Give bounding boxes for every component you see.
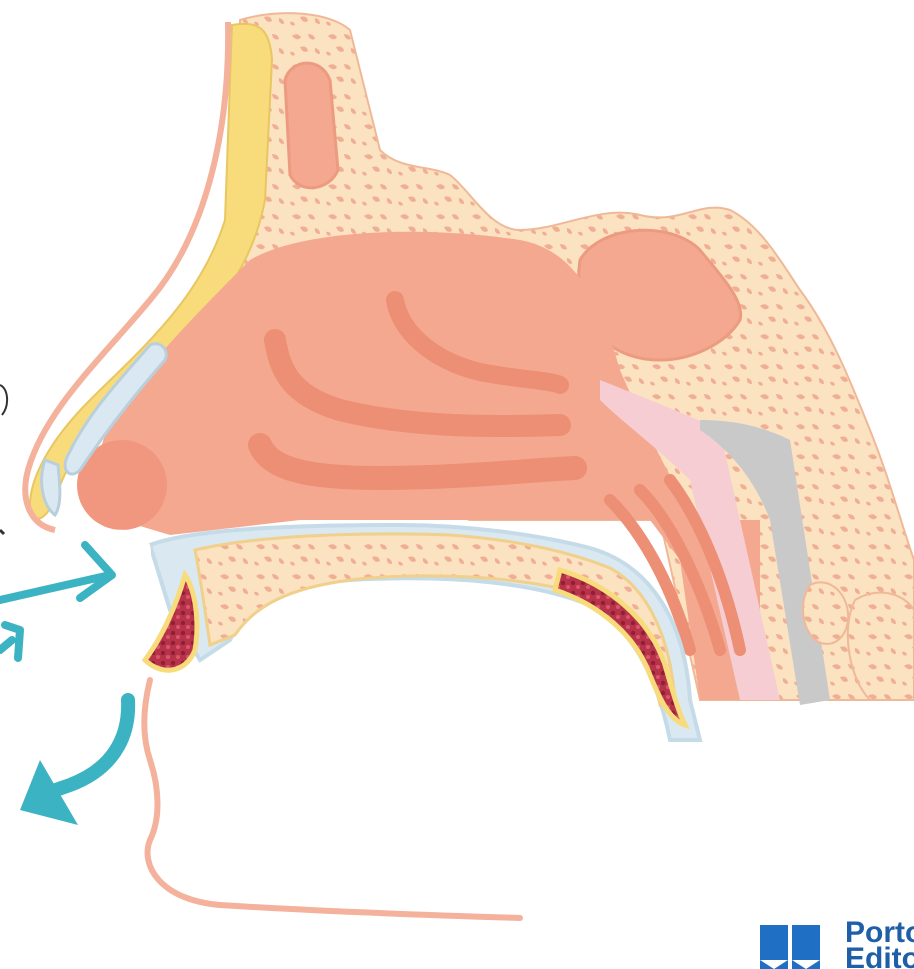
logo-text: Porto Editora [845, 920, 914, 969]
face-profile-line [144, 680, 520, 918]
edge-mark-1 [0, 385, 7, 415]
logo-line-2: Editora [845, 946, 914, 969]
edge-mark-2 [0, 530, 4, 534]
frontal-sinus [285, 63, 338, 188]
book-logo-icon [760, 925, 820, 969]
nostril-opening [94, 530, 151, 680]
posterior-bone-blob-2 [848, 593, 914, 700]
partial-arrow-upper [0, 625, 20, 658]
outflow-arrow [50, 700, 128, 792]
